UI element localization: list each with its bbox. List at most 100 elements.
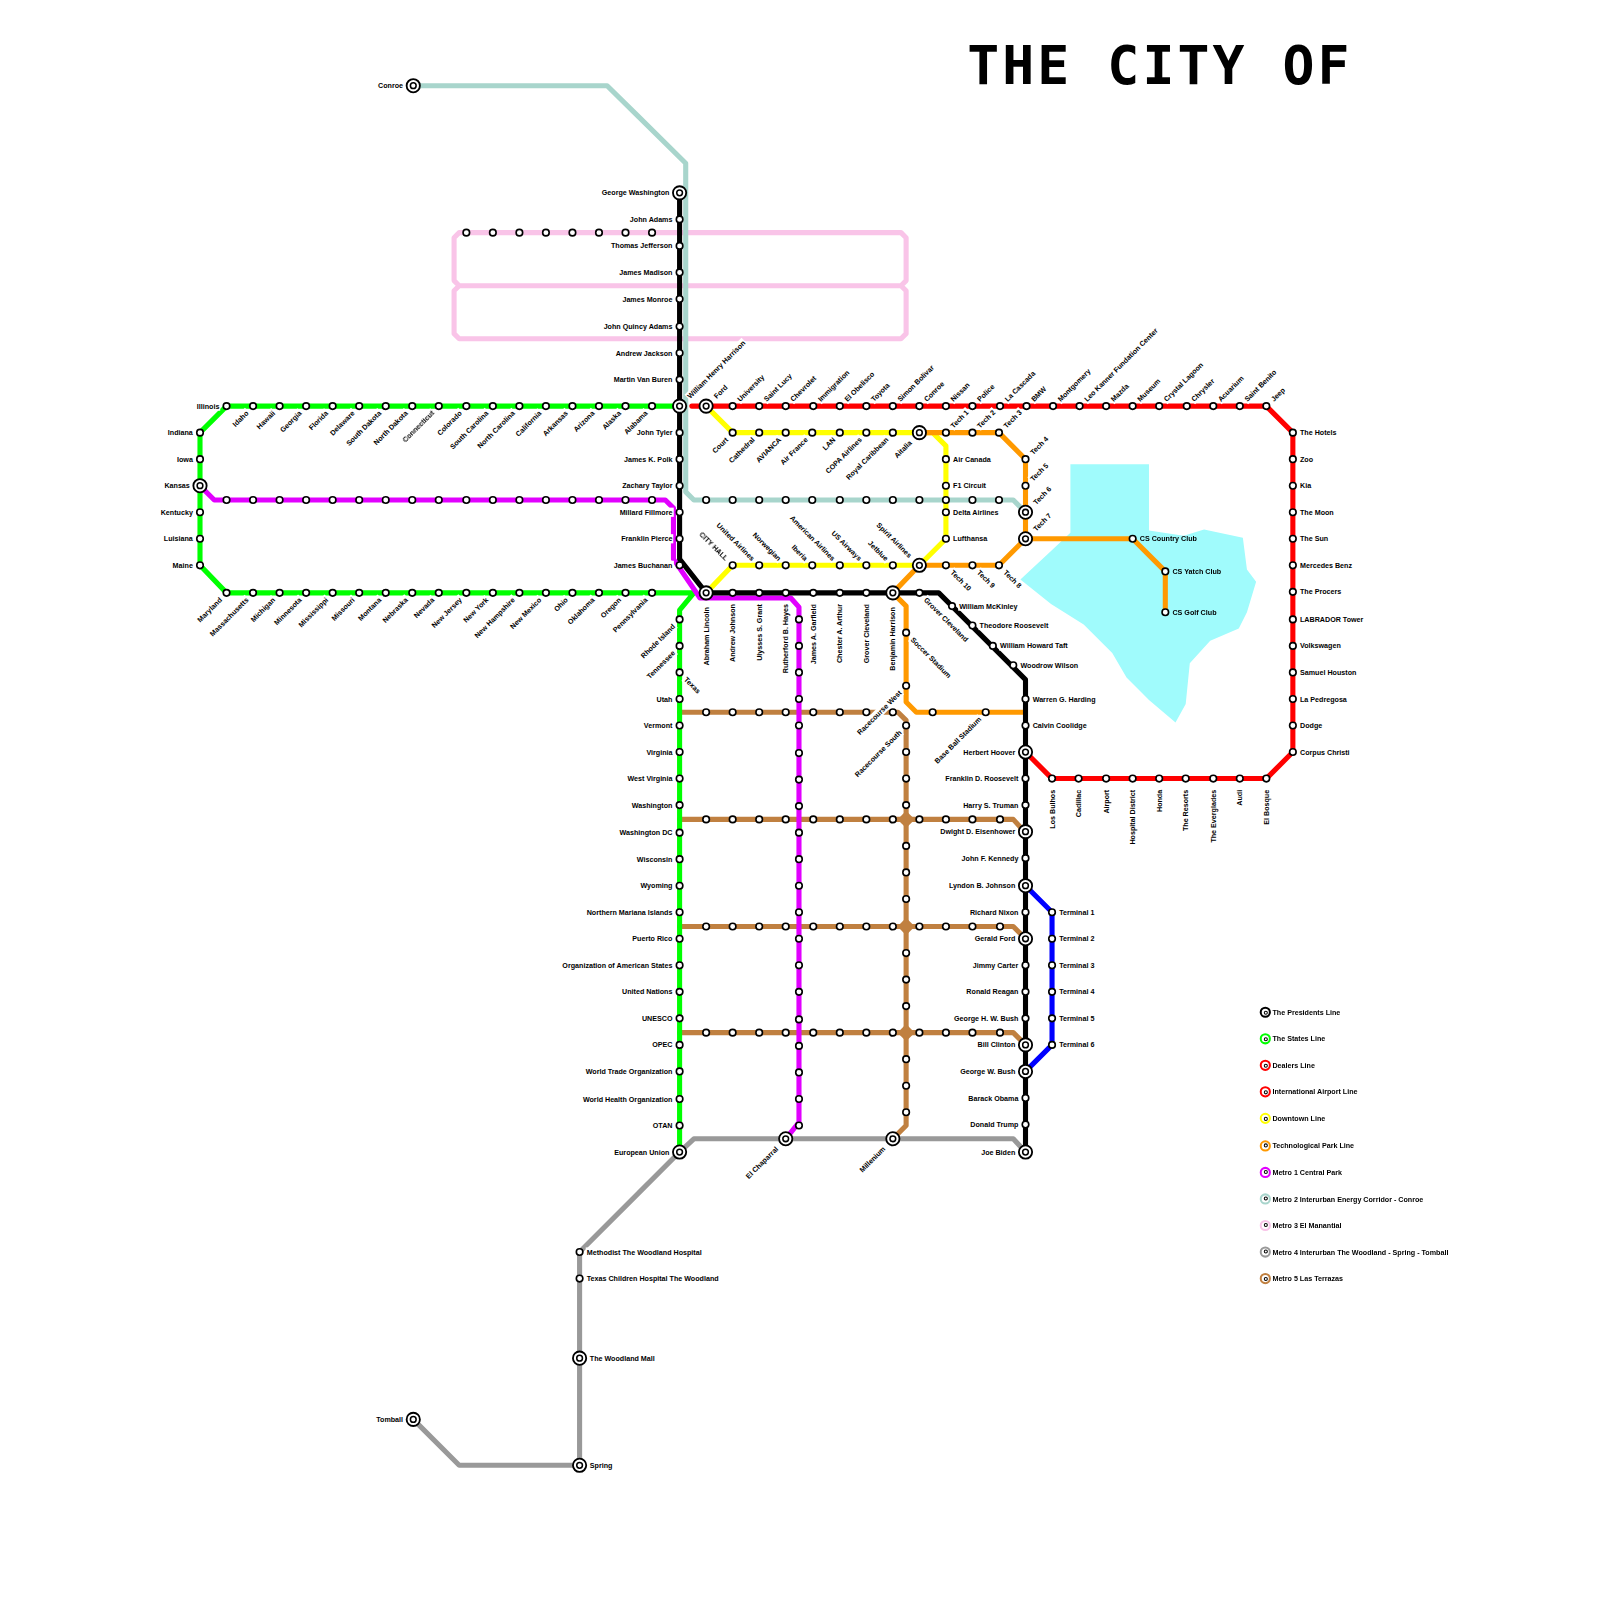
station-dot bbox=[1290, 536, 1297, 543]
station-dot bbox=[903, 843, 910, 850]
station-dot bbox=[622, 497, 629, 504]
station-dot bbox=[1022, 989, 1029, 996]
station-label: Wisconsin bbox=[636, 855, 674, 864]
station-label: Soccer Stadium bbox=[908, 635, 954, 681]
station-dot bbox=[890, 1029, 897, 1036]
station-dot bbox=[997, 816, 1004, 823]
station-label: The Sun bbox=[1299, 534, 1329, 543]
legend-text: International Airport Line bbox=[1272, 1088, 1357, 1097]
legend-swatch bbox=[1260, 1220, 1271, 1231]
station-label: El Chaparral bbox=[743, 1144, 781, 1182]
station-dot bbox=[796, 696, 803, 703]
station-label: Utah bbox=[656, 694, 674, 703]
station-dot bbox=[1263, 775, 1270, 782]
station-dot bbox=[409, 497, 416, 504]
station-dot bbox=[1023, 536, 1029, 542]
station-label: Acuarium bbox=[1215, 373, 1246, 404]
station-dot bbox=[1022, 456, 1029, 463]
legend-swatch bbox=[1260, 1007, 1271, 1018]
map-title: THE CITY OF bbox=[967, 35, 1352, 96]
station-dot bbox=[1290, 643, 1297, 650]
station-label: Tech 3 bbox=[1001, 407, 1025, 431]
station-dot bbox=[703, 497, 710, 504]
station-dot bbox=[673, 1145, 686, 1158]
station-dot bbox=[382, 590, 389, 597]
station-label: United Nations bbox=[621, 987, 673, 996]
station-dot bbox=[917, 562, 923, 568]
station-dot bbox=[969, 622, 976, 629]
station-dot bbox=[943, 482, 950, 489]
station-label: Texas Children Hospital The Woodland bbox=[586, 1274, 720, 1283]
station-dot bbox=[796, 989, 803, 996]
station-dot bbox=[329, 403, 336, 410]
station-label: Bill Clinton bbox=[977, 1040, 1017, 1049]
station-dot bbox=[890, 562, 897, 569]
station-dot bbox=[409, 403, 416, 410]
station-label: Grover Cleveland bbox=[862, 603, 871, 664]
station-dot bbox=[916, 497, 923, 504]
station-dot bbox=[577, 1462, 583, 1468]
station-dot bbox=[1022, 1095, 1029, 1102]
station-dot bbox=[1023, 1069, 1029, 1075]
station-dot bbox=[516, 497, 523, 504]
station-dot bbox=[676, 616, 683, 623]
station-dot bbox=[699, 586, 712, 599]
station-dot bbox=[796, 776, 803, 783]
station-label: Tech 8 bbox=[1001, 567, 1025, 591]
station-dot bbox=[676, 936, 683, 943]
station-dot bbox=[1023, 403, 1030, 410]
station-dot bbox=[943, 816, 950, 823]
station-dot bbox=[903, 976, 910, 983]
station-dot bbox=[890, 590, 896, 596]
station-label: James A. Garfield bbox=[809, 603, 818, 665]
station-dot bbox=[463, 497, 470, 504]
station-label: Maine bbox=[172, 561, 194, 570]
station-dot bbox=[903, 950, 910, 957]
station-dot bbox=[1049, 989, 1056, 996]
station-label: OTAN bbox=[652, 1121, 674, 1130]
station-label: Terminal 5 bbox=[1058, 1014, 1095, 1023]
station-dot bbox=[276, 497, 283, 504]
station-dot bbox=[569, 497, 576, 504]
station-dot bbox=[943, 456, 950, 463]
station-dot bbox=[782, 816, 789, 823]
station-dot bbox=[997, 1029, 1004, 1036]
station-label: UNESCO bbox=[641, 1014, 674, 1023]
station-dot bbox=[276, 590, 283, 597]
station-dot bbox=[782, 709, 789, 716]
station-label: Conroe bbox=[921, 379, 947, 405]
station-label: Airport bbox=[1102, 789, 1111, 815]
station-dot bbox=[382, 497, 389, 504]
station-label: The Moon bbox=[1299, 508, 1335, 517]
station-dot bbox=[1023, 883, 1029, 889]
station-dot bbox=[193, 479, 206, 492]
legend-text: Metro 4 Interurban The Woodland - Spring… bbox=[1272, 1247, 1448, 1256]
station-label: Samuel Houston bbox=[1299, 668, 1357, 677]
station-label: Andrew Jackson bbox=[615, 348, 674, 357]
station-dot bbox=[729, 590, 736, 597]
station-dot bbox=[676, 243, 683, 250]
station-label: LABRADOR Tower bbox=[1299, 615, 1364, 624]
station-dot bbox=[903, 1082, 910, 1089]
station-dot bbox=[890, 816, 897, 823]
legend-swatch bbox=[1260, 1087, 1271, 1098]
station-dot bbox=[837, 562, 844, 569]
legend-text: Dealers Line bbox=[1272, 1061, 1314, 1070]
station-dot bbox=[676, 669, 683, 676]
station-dot bbox=[1023, 509, 1029, 515]
station-dot bbox=[622, 403, 629, 410]
station-dot bbox=[943, 509, 950, 516]
legend-text: Downtown Line bbox=[1272, 1114, 1325, 1123]
station-dot bbox=[1162, 568, 1169, 575]
station-dot bbox=[1023, 936, 1029, 942]
station-dot bbox=[1023, 1149, 1029, 1155]
station-dot bbox=[756, 403, 763, 410]
station-dot bbox=[810, 1029, 817, 1036]
station-label: Conroe bbox=[377, 81, 404, 90]
station-label: Luisiana bbox=[163, 534, 194, 543]
station-dot bbox=[796, 856, 803, 863]
station-label: Tech 1 bbox=[948, 407, 972, 431]
station-dot bbox=[1019, 506, 1032, 519]
station-dot bbox=[676, 749, 683, 756]
station-dot bbox=[796, 829, 803, 836]
